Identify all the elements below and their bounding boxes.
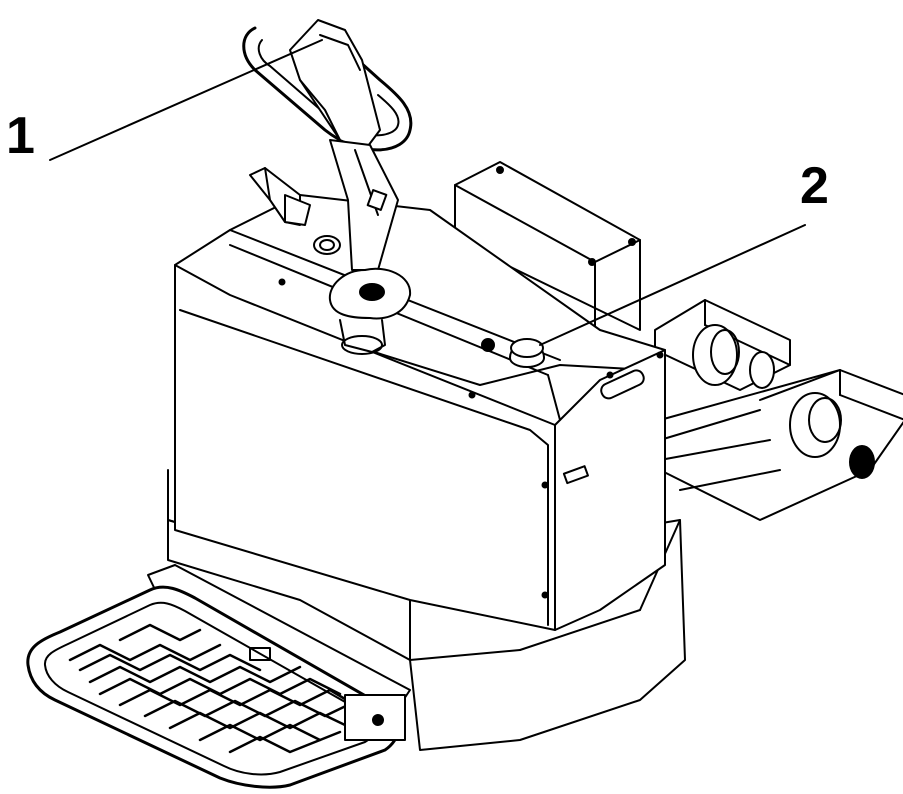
emergency-stop-button: [509, 338, 545, 368]
operator-platform: [26, 564, 411, 789]
leader-line-2: [539, 224, 806, 346]
main-body: [174, 194, 666, 631]
forks: [654, 299, 903, 521]
leader-line-1: [49, 39, 323, 161]
top-bracket: [249, 167, 311, 226]
callout-label-2: 2: [800, 157, 829, 215]
tiller-handle: [242, 19, 413, 355]
rear-box: [454, 161, 641, 331]
callout-label-1: 1: [6, 107, 35, 165]
